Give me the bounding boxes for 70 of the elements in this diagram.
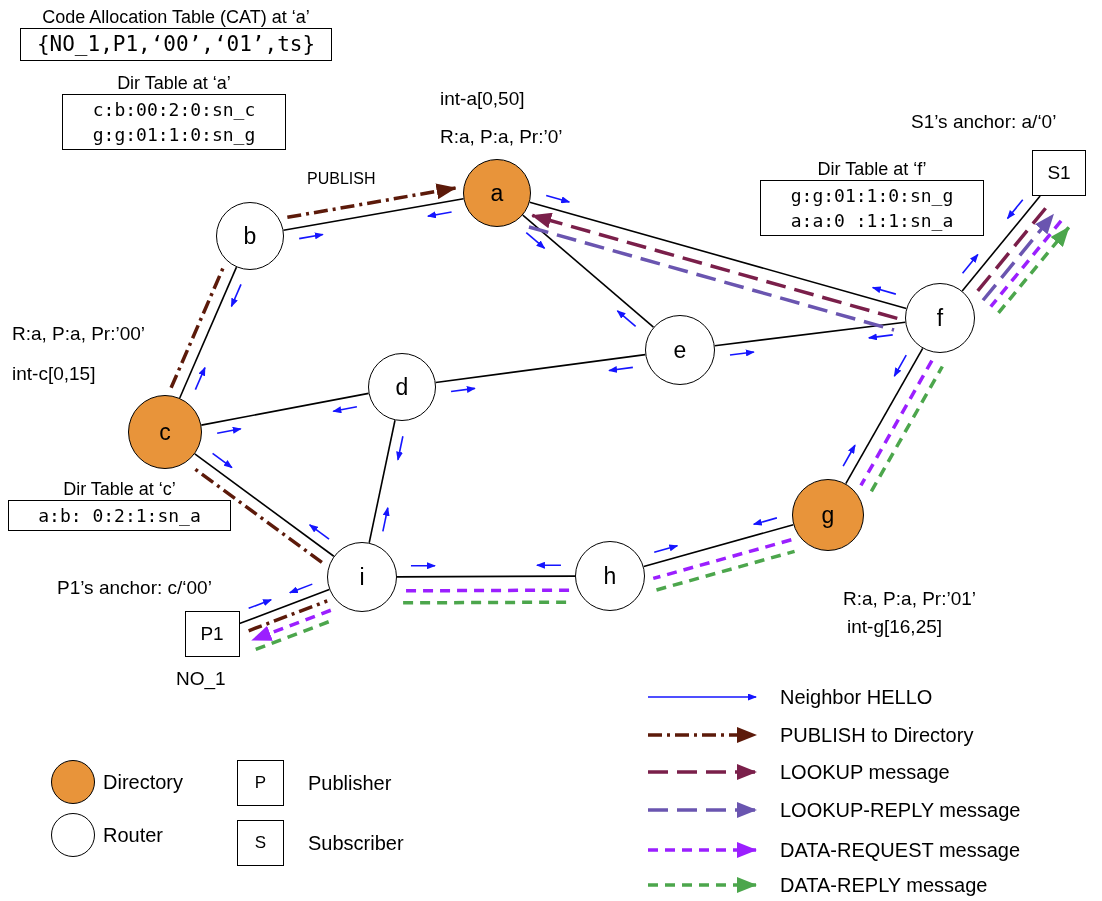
dashed-line xyxy=(859,359,934,487)
legend-label: LOOKUP-REPLY message xyxy=(780,798,1021,822)
dashed-arrow xyxy=(531,212,898,321)
legend-label: Router xyxy=(103,823,164,847)
dashed-line xyxy=(169,267,225,389)
legend-label: DATA-REPLY message xyxy=(780,873,988,897)
link-line xyxy=(522,214,655,328)
directory-node: c xyxy=(128,395,202,469)
link-line xyxy=(961,195,1041,292)
table-title: Dir Table at ‘c’ xyxy=(63,478,176,500)
router-node: f xyxy=(905,283,975,353)
node-annotation: int-g[16,25] xyxy=(847,616,943,638)
router-node: b xyxy=(216,202,284,270)
dashed-line xyxy=(656,549,796,592)
legend-label: Neighbor HELLO xyxy=(780,685,933,709)
dashed-line xyxy=(869,365,944,493)
router-node: i xyxy=(327,542,397,612)
link-line xyxy=(642,523,795,568)
link-line xyxy=(194,453,335,558)
dashed-line xyxy=(248,599,328,633)
dashed-arrow xyxy=(981,213,1055,302)
link-line xyxy=(238,588,331,625)
table-row-text: g:g:01:1:0:sn_g xyxy=(789,184,955,208)
link-line xyxy=(396,575,576,578)
link-line xyxy=(713,321,907,347)
dashed-line xyxy=(652,538,792,581)
node-annotation: R:a, P:a, Pr:’0’ xyxy=(440,126,563,148)
legend-label: PUBLISH to Directory xyxy=(780,723,974,747)
table-title: Dir Table at ‘a’ xyxy=(117,72,231,94)
dashed-line xyxy=(403,588,570,593)
link-line xyxy=(368,419,396,544)
router-node: e xyxy=(645,315,715,385)
legend-label: DATA-REQUEST message xyxy=(780,838,1021,862)
router-node: d xyxy=(368,353,436,421)
node-annotation: int-a[0,50] xyxy=(440,88,525,110)
dashed-arrow xyxy=(251,608,332,642)
legend-label: LOOKUP message xyxy=(780,760,950,784)
dashed-arrow xyxy=(287,183,457,220)
legend-label: Directory xyxy=(103,770,183,794)
table-row-text: c:b:00:2:0:sn_c xyxy=(91,98,257,122)
dashed-arrow xyxy=(997,226,1071,315)
table-row-text: a:b: 0:2:1:sn_a xyxy=(37,504,202,528)
legend-sample: P xyxy=(237,760,284,806)
table-row-text: g:g:01:1:0:sn_g xyxy=(91,123,257,147)
node-annotation: R:a, P:a, Pr:’01’ xyxy=(843,588,977,610)
client-node: P1 xyxy=(184,611,240,657)
legend-label: Publisher xyxy=(308,771,392,795)
table-row-text: {NO_1,P1,‘00’,‘01’,ts} xyxy=(35,31,317,58)
link-line xyxy=(845,347,924,485)
link-line xyxy=(282,198,465,231)
dashed-line xyxy=(528,225,895,332)
legend-sample: S xyxy=(237,820,284,866)
node-annotation: NO_1 xyxy=(176,668,226,690)
link-line xyxy=(200,392,370,426)
directory-node: g xyxy=(792,479,864,551)
table-title: Dir Table at ‘f’ xyxy=(817,158,927,180)
table-row-text: a:a:0 :1:1:sn_a xyxy=(789,209,955,233)
node-annotation: S1’s anchor: a/‘0’ xyxy=(911,111,1057,133)
node-annotation: R:a, P:a, Pr:’00’ xyxy=(12,323,146,345)
router-node: h xyxy=(575,541,645,611)
directory-node: a xyxy=(463,159,531,227)
link-line xyxy=(434,353,647,384)
node-annotation: int-c[0,15] xyxy=(12,363,96,385)
dashed-line xyxy=(989,219,1063,308)
link-line xyxy=(178,266,238,399)
client-node: S1 xyxy=(1032,150,1086,196)
node-annotation: P1’s anchor: c/‘00’ xyxy=(57,577,212,599)
table-title: Code Allocation Table (CAT) at ‘a’ xyxy=(42,6,310,28)
legend-label: Subscriber xyxy=(308,831,404,855)
link-line xyxy=(528,201,908,310)
